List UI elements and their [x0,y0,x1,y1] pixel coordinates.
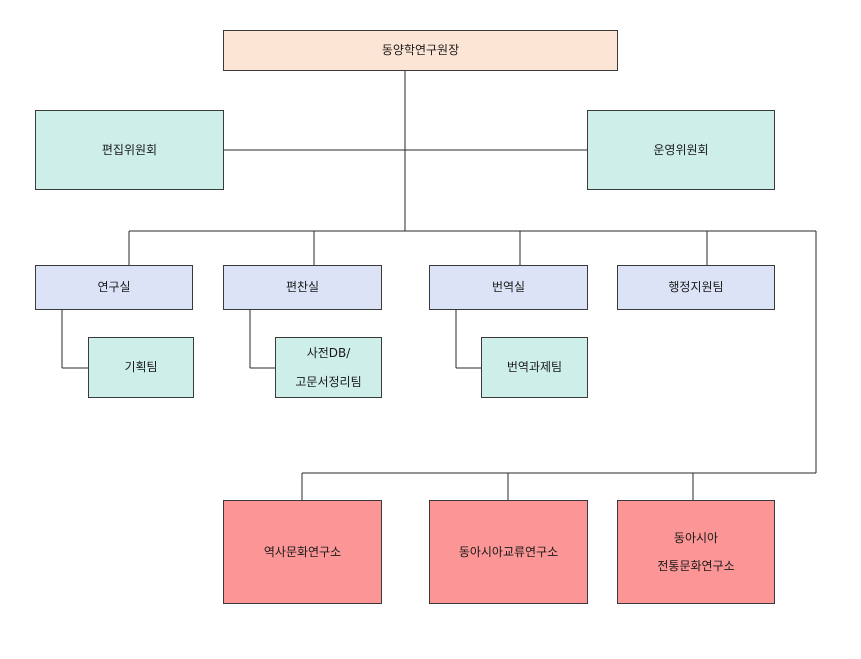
editorial-committee-box: 편집위원회 [35,110,224,190]
compilation-office-label: 편찬실 [285,280,320,295]
operations-committee-box: 운영위원회 [587,110,775,190]
operations-committee-label: 운영위원회 [653,142,709,157]
dictionary-team-label-line1: 사전DB/ [306,346,351,361]
history-culture-institute-box: 역사문화연구소 [223,500,382,604]
east-asia-tradition-institute-box: 동아시아 전통문화연구소 [617,500,775,604]
planning-team-box: 기획팀 [88,337,194,398]
director-box: 동양학연구원장 [223,30,618,71]
dictionary-team-box: 사전DB/ 고문서정리팀 [275,337,382,398]
east-asia-exchange-institute-label: 동아시아교류연구소 [458,544,559,559]
director-label: 동양학연구원장 [381,43,460,58]
planning-team-label: 기획팀 [124,360,158,375]
east-asia-exchange-institute-box: 동아시아교류연구소 [429,500,588,604]
editorial-committee-label: 편집위원회 [101,142,158,157]
admin-support-team-label: 행정지원팀 [668,280,724,295]
compilation-office-box: 편찬실 [223,265,382,310]
translation-office-box: 번역실 [429,265,588,310]
east-asia-tradition-label-line1: 동아시아 [673,530,719,545]
dictionary-team-label-line2: 고문서정리팀 [295,374,362,389]
east-asia-tradition-label-line2: 전통문화연구소 [657,559,735,573]
research-office-label: 연구실 [97,280,131,295]
translation-office-label: 번역실 [491,280,526,295]
history-culture-institute-label: 역사문화연구소 [263,544,342,559]
translation-project-team-label: 번역과제팀 [506,360,563,375]
translation-project-team-box: 번역과제팀 [481,337,588,398]
research-office-box: 연구실 [35,265,193,310]
admin-support-team-box: 행정지원팀 [617,265,775,310]
